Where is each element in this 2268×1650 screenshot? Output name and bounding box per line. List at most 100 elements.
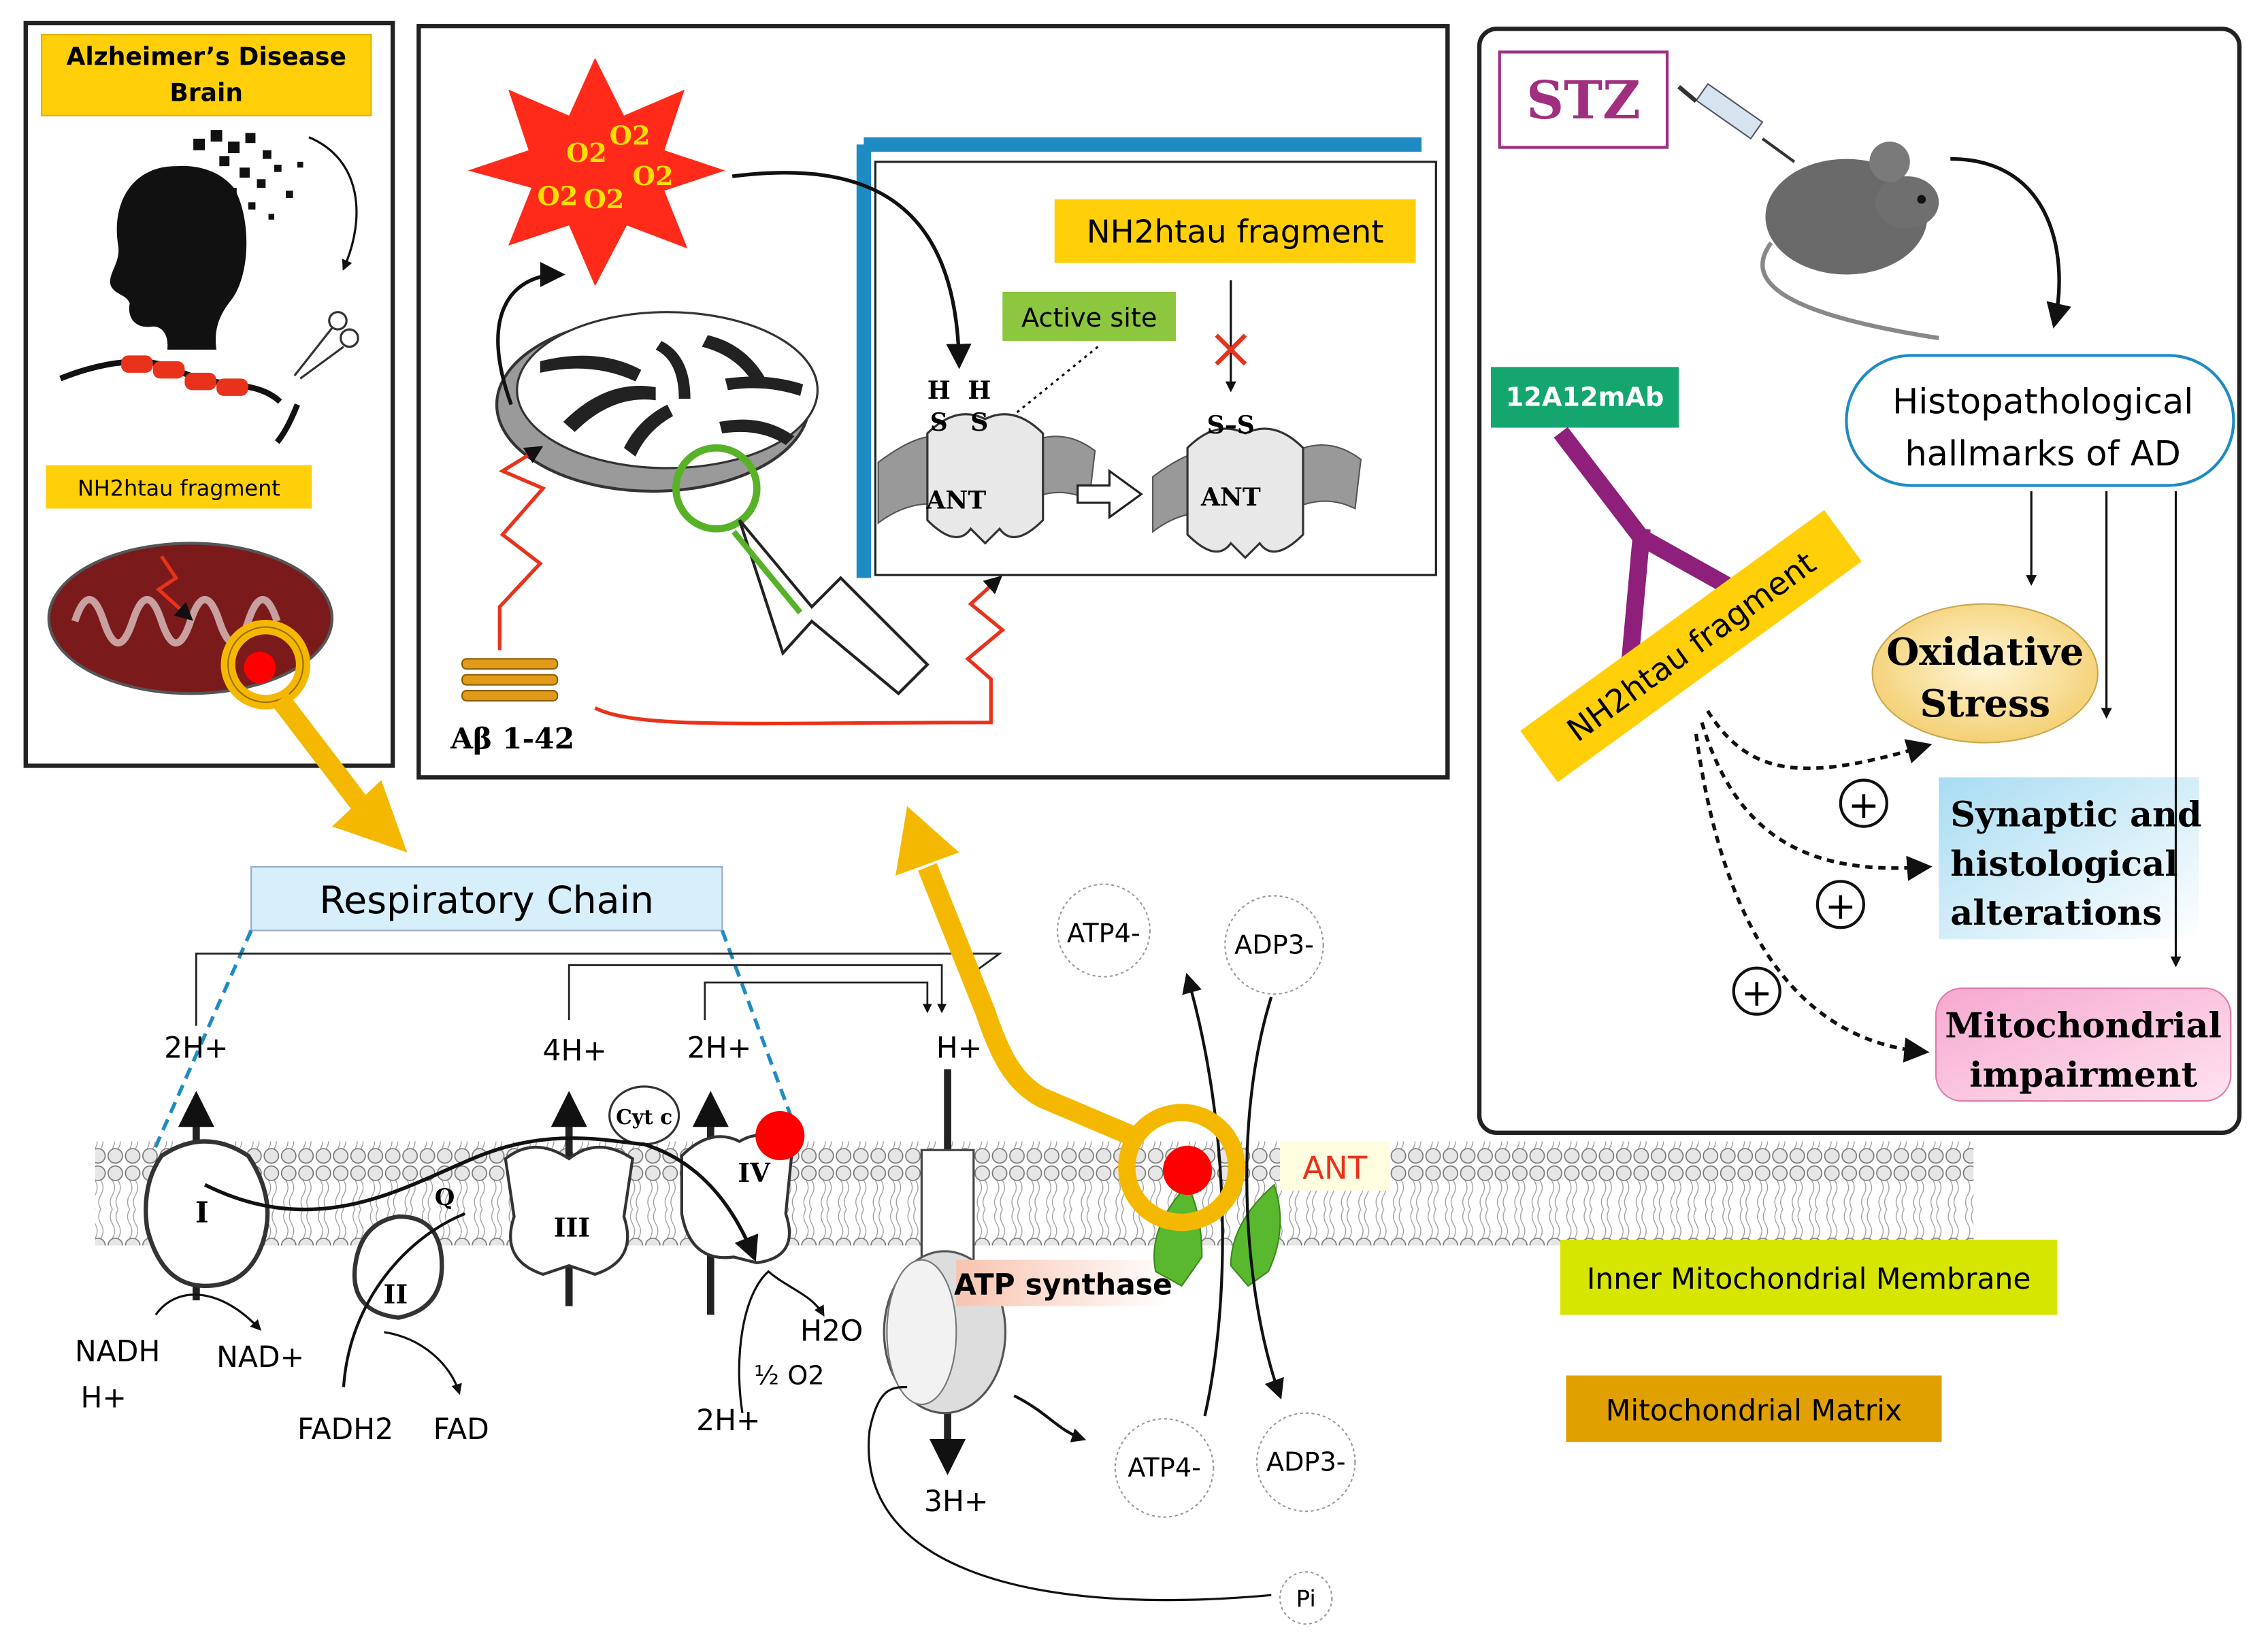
q-label: Q bbox=[435, 1184, 455, 1211]
ad-brain-panel: Alzheimer’s Disease Brain bbox=[23, 20, 395, 768]
complex-IV bbox=[680, 1134, 793, 1265]
chain-dashed-lines bbox=[151, 929, 802, 1154]
ant-protein-oxidized: ANT bbox=[1152, 427, 1362, 559]
hallmarks-line1: Histopathological bbox=[1892, 382, 2193, 422]
antibody-label-box bbox=[1490, 367, 1679, 428]
oxidative-line2: Stress bbox=[1920, 682, 2050, 726]
atp-synthase-label-box bbox=[956, 1259, 1170, 1306]
active-site-label: Active site bbox=[1021, 303, 1157, 333]
ad-title-line1: Alzheimer’s Disease bbox=[66, 43, 346, 71]
active-site-label-box bbox=[1002, 291, 1177, 342]
head-silhouette-icon bbox=[110, 130, 303, 350]
blue-bracket bbox=[856, 137, 1422, 578]
ant-label-1: ANT bbox=[925, 485, 986, 514]
nad-label: NAD+ bbox=[216, 1341, 304, 1374]
svg-text:+: + bbox=[1825, 885, 1856, 929]
hallmarks-line2: hallmarks of AD bbox=[1905, 434, 2181, 474]
svg-text:+: + bbox=[1741, 972, 1773, 1015]
s-right: S bbox=[970, 408, 988, 437]
fragment-to-synaptic-arrow bbox=[1700, 721, 1933, 881]
ant-membrane-label: ANT bbox=[1302, 1151, 1368, 1187]
plus-sign-3: + bbox=[1732, 966, 1781, 1016]
atp-top-label: ATP4- bbox=[1067, 919, 1140, 949]
mouse-to-hallmarks-arrow bbox=[1950, 156, 2071, 329]
matrix-label-box bbox=[1566, 1375, 1942, 1442]
atp-bottom-label: ATP4- bbox=[1128, 1453, 1201, 1483]
mito-line2: impairment bbox=[1969, 1055, 2197, 1095]
abeta-to-mito-zigzag bbox=[497, 446, 546, 650]
fragment-to-mito-arrow bbox=[1694, 733, 1930, 1063]
nadh-label: NADH bbox=[75, 1335, 160, 1368]
proton-2h-2: 2H+ bbox=[687, 1032, 752, 1065]
orange-arrow-to-mechanism bbox=[895, 806, 1246, 1232]
transition-arrow-icon bbox=[1077, 469, 1143, 520]
superoxide-label-1: O2 bbox=[566, 138, 607, 169]
s-left: S bbox=[930, 408, 948, 437]
adp-top-bubble bbox=[1224, 895, 1324, 995]
ant-membrane-label-box bbox=[1279, 1141, 1390, 1191]
antibody-icon bbox=[1554, 427, 1752, 674]
h-plus-label: H+ bbox=[80, 1381, 126, 1415]
svg-text:+: + bbox=[1848, 784, 1879, 827]
pi-path bbox=[868, 1385, 1272, 1602]
h-left: H bbox=[927, 376, 951, 405]
orange-arrow-to-chain bbox=[220, 619, 408, 853]
plus-sign-2: + bbox=[1815, 880, 1865, 929]
complex-III bbox=[504, 1146, 634, 1276]
complex-II-label: II bbox=[384, 1279, 408, 1310]
inner-membrane-label: Inner Mitochondrial Membrane bbox=[1587, 1263, 2031, 1296]
abeta-to-ant-line bbox=[594, 575, 1006, 726]
superoxide-star: O2 O2 O2 O2 O2 bbox=[467, 57, 725, 286]
membrane-section: Respiratory Chain 2H+ 4H+ 2H+ H+ I II II… bbox=[75, 806, 2058, 1625]
stz-label: STZ bbox=[1526, 70, 1641, 131]
synaptic-box bbox=[1939, 777, 2199, 940]
tau-protein-chain bbox=[59, 355, 300, 444]
ant-label-2: ANT bbox=[1200, 482, 1261, 512]
adp-top-label: ADP3- bbox=[1234, 930, 1314, 960]
synaptic-line2: histological bbox=[1950, 844, 2177, 885]
complex-IV-marker bbox=[755, 1110, 805, 1161]
fragment-to-oxidative-arrow bbox=[1706, 710, 1933, 770]
fadh2-arrow bbox=[384, 1331, 462, 1396]
plus-sign-1: + bbox=[1839, 778, 1888, 828]
ad-fragment-label: NH2htau fragment bbox=[78, 475, 280, 501]
nadh-arrow bbox=[154, 1293, 261, 1331]
active-site-pointer bbox=[989, 346, 1099, 435]
antibody-label: 12A12mAb bbox=[1506, 383, 1664, 413]
ad-title-box bbox=[41, 33, 372, 116]
complex-II-electron-path bbox=[342, 1212, 466, 1387]
fad-label: FAD bbox=[433, 1413, 489, 1447]
ant-protein-reduced: ANT bbox=[877, 413, 1096, 545]
mouse-icon bbox=[1760, 142, 1939, 341]
superoxide-label-4: O2 bbox=[583, 184, 624, 215]
stz-fragment-label-box bbox=[1520, 510, 1862, 782]
half-o2-label: ½ O2 bbox=[754, 1361, 825, 1391]
adp-bottom-bubble bbox=[1255, 1412, 1356, 1513]
synaptic-line3: alterations bbox=[1950, 893, 2162, 934]
disulfide-label: S–S bbox=[1207, 410, 1255, 440]
respiratory-chain-label: Respiratory Chain bbox=[319, 879, 654, 923]
proton-2h-1: 2H+ bbox=[164, 1032, 229, 1065]
oxidative-stress-bubble bbox=[1871, 603, 2099, 744]
superoxide-label-3: O2 bbox=[538, 182, 578, 212]
ad-title-line2: Brain bbox=[169, 79, 243, 108]
mito-line1: Mitochondrial bbox=[1945, 1006, 2222, 1046]
ant-membrane-protein bbox=[1153, 1183, 1281, 1287]
block-cross-icon bbox=[1215, 333, 1247, 366]
mech-fragment-label-box bbox=[1054, 199, 1416, 263]
mito-to-ros-arrow bbox=[496, 261, 565, 406]
oxygen-arrow bbox=[738, 1270, 825, 1413]
mitochondrion-cross-section bbox=[495, 311, 930, 696]
hallmarks-bubble bbox=[1845, 354, 2235, 487]
mito-impairment-box bbox=[1935, 987, 2232, 1102]
proton-2h-bottom: 2H+ bbox=[696, 1404, 761, 1438]
adp-import-arrow bbox=[1245, 996, 1284, 1400]
mech-fragment-label: NH2htau fragment bbox=[1087, 214, 1384, 251]
synaptic-line1: Synaptic and bbox=[1950, 795, 2201, 836]
pi-bubble bbox=[1279, 1571, 1333, 1625]
proton-h: H+ bbox=[936, 1032, 983, 1065]
atp-bottom-bubble bbox=[1114, 1418, 1215, 1518]
superoxide-label-5: O2 bbox=[633, 161, 674, 192]
respiratory-chain-box bbox=[250, 866, 723, 931]
